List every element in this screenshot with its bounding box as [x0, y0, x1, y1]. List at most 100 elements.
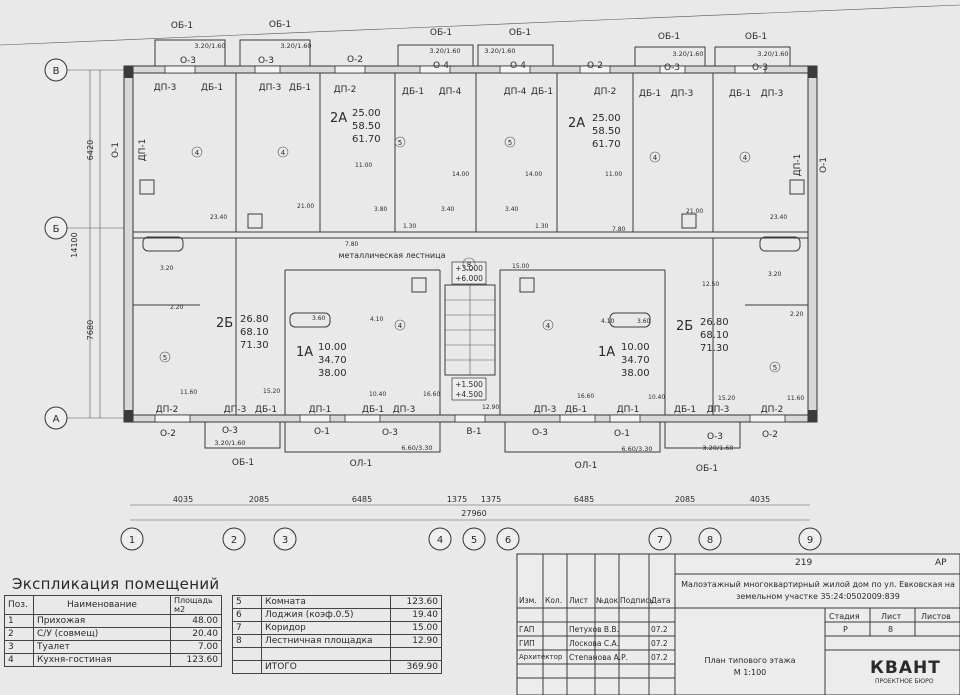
cell-pos: 1 — [4, 614, 34, 628]
opening-mark: ДП-3 — [534, 405, 557, 415]
window-mark: ОБ-1 — [509, 28, 531, 38]
room-number-markers: 4 4 5 5 4 4 5 4 4 5 8 — [159, 136, 781, 373]
window-marks-top: ОБ-1 ОБ-1 ОБ-1 ОБ-1 ОБ-1 ОБ-1 О-3 О-3 О-… — [171, 20, 768, 73]
table-row — [232, 647, 442, 661]
apt-area: 34.70 — [621, 355, 650, 366]
sheet-scale: М 1:100 — [733, 668, 767, 677]
side-mark: О-1 — [111, 142, 121, 158]
total-area: 369.90 — [390, 660, 442, 674]
person-date: 07.2 — [651, 625, 668, 634]
svg-text:4: 4 — [398, 322, 403, 330]
cell-name: Прихожая — [33, 614, 171, 628]
header-name: Наименование — [33, 595, 171, 615]
person-date: 07.2 — [651, 639, 668, 648]
opening-mark: ДБ-1 — [362, 405, 384, 415]
apt-type: 2А — [330, 111, 347, 126]
windows — [154, 65, 786, 423]
room-area: 16.60 — [423, 391, 440, 398]
stage-value: Р — [843, 625, 848, 634]
svg-text:4: 4 — [281, 149, 286, 157]
room-area: 21.00 — [686, 208, 703, 215]
opening-mark: ДБ-1 — [402, 87, 424, 97]
window-mark: О-2 — [587, 61, 603, 71]
apt-type: 2Б — [216, 316, 233, 331]
opening-mark: ДБ-1 — [639, 89, 661, 99]
stage-header: Стадия — [829, 612, 860, 621]
stair-labels: металлическая лестница +3.000 +6.000 +1.… — [339, 251, 487, 401]
window-mark: О-2 — [347, 55, 363, 65]
opening-mark: ДП-2 — [761, 405, 784, 415]
svg-text:8: 8 — [467, 261, 471, 269]
opening-mark: ДП-2 — [334, 85, 357, 95]
room-area: 3.20 — [768, 271, 782, 278]
loggia-size: 3.20/1.60 — [672, 50, 703, 58]
room-area: 15.20 — [718, 395, 735, 402]
apt-area: 71.30 — [240, 340, 269, 351]
room-area: 14.00 — [525, 171, 542, 178]
apt-area: 71.30 — [700, 343, 729, 354]
window-mark: ОБ-1 — [232, 458, 254, 468]
col-header: Лист — [569, 596, 589, 605]
apt-area: 38.00 — [621, 368, 650, 379]
person-role: ГИП — [519, 639, 535, 648]
opening-mark: ДП-2 — [594, 87, 617, 97]
title-block: 219 АР Малоэтажный многоквартирный жилой… — [515, 552, 960, 695]
svg-text:4: 4 — [546, 322, 551, 330]
cell-name: Комната — [261, 595, 391, 609]
cell-area: 12.90 — [390, 634, 442, 648]
cell-pos: 7 — [232, 621, 262, 635]
svg-text:4: 4 — [195, 149, 200, 157]
axis-num-3: 3 — [282, 535, 288, 546]
room-area: 15.20 — [263, 388, 280, 395]
apt-area: 58.50 — [592, 126, 621, 137]
opening-mark: ДБ-1 — [565, 405, 587, 415]
cell-area: 48.00 — [170, 614, 222, 628]
window-marks-bottom: О-2 О-3 О-1 О-3 О-3 О-1 О-3 О-2 ОБ-1 ОЛ-… — [160, 426, 778, 474]
opening-mark: ДБ-1 — [674, 405, 696, 415]
window-mark: О-3 — [707, 432, 723, 442]
cell-pos: 6 — [232, 608, 262, 622]
room-areas: 11.00 14.00 14.00 11.00 21.00 21.00 23.4… — [160, 162, 804, 411]
dim-14100: 14100 — [70, 232, 79, 257]
hdim: 6485 — [574, 495, 594, 504]
dim-7680: 7680 — [86, 320, 95, 340]
axis-num-6: 6 — [505, 535, 511, 546]
room-area: 21.00 — [297, 203, 314, 210]
total-width-dim: 27960 — [461, 509, 486, 518]
apt-area: 61.70 — [592, 139, 621, 150]
apt-area: 10.00 — [621, 342, 650, 353]
cell-name: Лоджия (коэф.0.5) — [261, 608, 391, 622]
loggia-sizes: 3.20/1.60 3.20/1.60 3.20/1.60 3.20/1.60 … — [194, 42, 788, 453]
cell-pos: 5 — [232, 595, 262, 609]
loggia-size: 3.20/1.60 — [194, 42, 225, 50]
cell-pos: 2 — [4, 627, 34, 641]
apt-type: 1А — [598, 345, 615, 360]
room-area: 11.00 — [605, 171, 622, 178]
hdim: 4035 — [750, 495, 770, 504]
apt-area: 34.70 — [318, 355, 347, 366]
room-area: 1.30 — [403, 223, 417, 230]
room-area: 4.10 — [370, 316, 384, 323]
svg-text:4: 4 — [743, 154, 748, 162]
window-mark: О-3 — [222, 426, 238, 436]
room-area: 4.10 — [601, 318, 615, 325]
loggia-size: 3.20/1.60 — [702, 444, 733, 452]
opening-mark: ДБ-1 — [201, 83, 223, 93]
room-area: 3.40 — [505, 206, 519, 213]
cell-area — [390, 647, 442, 661]
person-date: 07.2 — [651, 653, 668, 662]
loggia-size: 3.20/1.60 — [280, 42, 311, 50]
window-mark: О-3 — [664, 63, 680, 73]
cell-pos: 3 — [4, 640, 34, 654]
apt-area: 26.80 — [700, 317, 729, 328]
window-mark: О-1 — [314, 427, 330, 437]
opening-mark: ДП-2 — [156, 405, 179, 415]
room-area: 14.00 — [452, 171, 469, 178]
apt-area: 25.00 — [592, 113, 621, 124]
axis-num-8: 8 — [707, 535, 713, 546]
window-mark: ОБ-1 — [171, 21, 193, 31]
room-area: 2.20 — [790, 311, 804, 318]
loggia-size: 3.20/1.60 — [484, 47, 515, 55]
